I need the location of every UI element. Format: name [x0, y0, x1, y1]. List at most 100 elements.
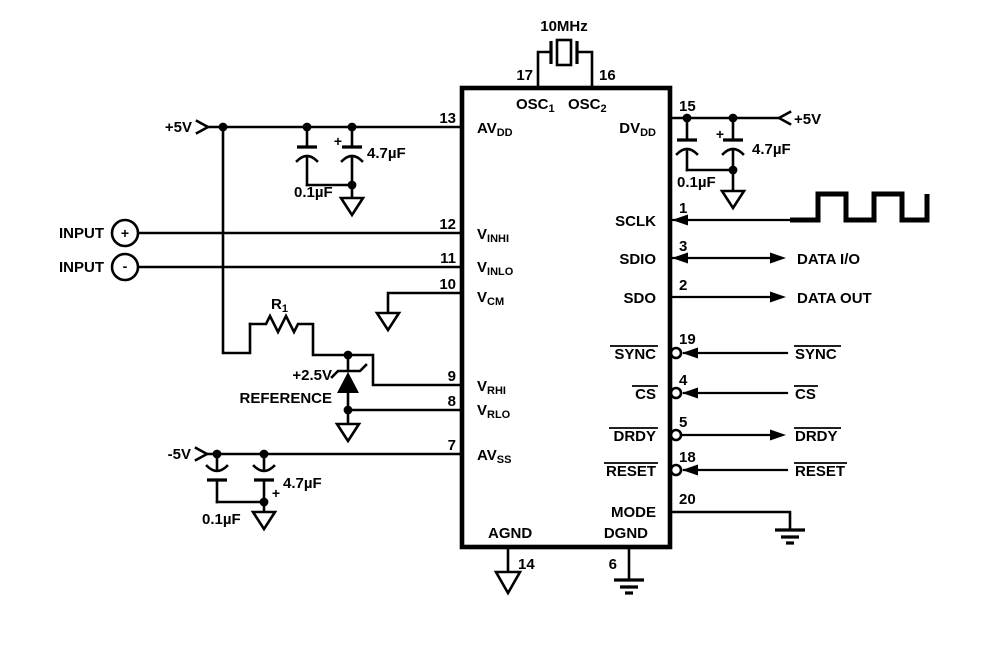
pin-label-sclk: SCLK: [615, 213, 656, 230]
pin-label-sdo: SDO: [623, 290, 656, 307]
drdy-signal: [669, 428, 786, 442]
pin-label-drdy: DRDY: [613, 428, 656, 445]
junction-dot: [728, 165, 738, 175]
junction-dot: [343, 405, 353, 415]
reference-circuit: [248, 313, 464, 444]
pin-label-reset: RESET: [606, 463, 656, 480]
drdy-external-label: DRDY: [795, 428, 838, 445]
junction-dot: [728, 113, 738, 123]
zener-diode-symbol: [330, 353, 368, 412]
pin-label-avss: AVSS: [477, 447, 511, 466]
vrhi-wire: [346, 353, 464, 387]
analog-positive-supply: [195, 119, 464, 355]
input-pos-sign: +: [121, 225, 129, 241]
arrowhead-icon: [682, 464, 698, 476]
pin-label-agnd: AGND: [488, 525, 532, 542]
junction-dot: [347, 180, 357, 190]
supply-label-avss: -5V: [168, 446, 191, 463]
pin-number-vcm: 10: [439, 276, 456, 293]
arrowhead-icon: [682, 347, 698, 359]
supply-arrow-icon: [195, 119, 211, 135]
capacitor-0.1uF: [295, 125, 319, 187]
active-low-bubble: [669, 386, 683, 400]
capacitor-4.7uF: [721, 116, 745, 172]
terminal-circle: [110, 218, 140, 248]
data-out-label: DATA OUT: [797, 290, 872, 307]
cap-value-small: 0.1µF: [677, 174, 716, 191]
junction-dot: [218, 122, 228, 132]
supply-label-avdd: +5V: [165, 119, 192, 136]
pin-label-dvdd: DVDD: [619, 120, 656, 139]
reset-external-label: RESET: [795, 463, 845, 480]
input-terminal-negative: [110, 252, 464, 282]
pin-number-avdd: 13: [439, 110, 456, 127]
dgnd-ground: [614, 545, 644, 595]
analog-negative-supply: [194, 446, 464, 532]
pin-number-vinhi: 12: [439, 216, 456, 233]
sync-signal: [669, 346, 789, 360]
pin-label-avdd: AVDD: [477, 120, 513, 139]
cap-value-small: 0.1µF: [202, 511, 241, 528]
pin-label-sync: SYNC: [614, 346, 656, 363]
pin-number-dvdd: 15: [679, 98, 696, 115]
pin-label-cs: CS: [635, 386, 656, 403]
supply-arrow-icon: [776, 110, 792, 126]
capacitor-4.7uF: [340, 125, 364, 187]
reference-voltage-label: +2.5V: [292, 367, 332, 384]
cap-polarity-plus: +: [334, 133, 342, 149]
pin-label-vinlo: VINLO: [477, 259, 514, 278]
arrowhead-icon: [770, 252, 786, 264]
input-pos-label: INPUT: [59, 225, 104, 242]
pin-label-vrhi: VRHI: [477, 378, 506, 397]
pin-number-vinlo: 11: [440, 250, 456, 267]
earth-ground-symbol: [614, 578, 644, 595]
junction-dot: [682, 113, 692, 123]
pin-label-vrlo: VRLO: [477, 402, 511, 421]
pin-number-vrhi: 9: [448, 368, 456, 385]
arrowhead-icon: [770, 429, 786, 441]
supply-arrow-icon: [194, 446, 210, 462]
digital-positive-supply: [668, 110, 792, 211]
pin-number-cs: 4: [679, 372, 688, 389]
ground-symbol: [374, 311, 402, 333]
pin-number-osc2: 16: [599, 67, 616, 84]
input-terminal-positive: [110, 218, 464, 248]
pin-number-vrlo: 8: [448, 393, 456, 410]
pin-label-osc1: OSC1: [516, 96, 555, 115]
pin-number-osc1: 17: [516, 67, 533, 84]
pin-number-mode: 20: [679, 491, 696, 508]
ground-symbol: [250, 510, 278, 532]
arrowhead-icon: [672, 214, 688, 226]
resistor-label: R1: [271, 296, 288, 315]
crystal-circuit: [536, 38, 594, 90]
rail-wire: [221, 125, 252, 355]
pin-number-avss: 7: [448, 437, 456, 454]
pin-number-sync: 19: [679, 331, 696, 348]
pin-number-drdy: 5: [679, 414, 687, 431]
arrowhead-icon: [770, 291, 786, 303]
cap-value-large: 4.7µF: [752, 141, 791, 158]
junction-dot: [343, 350, 353, 360]
data-io-label: DATA I/O: [797, 251, 860, 268]
arrowhead-icon: [672, 252, 688, 264]
cap-value-small: 0.1µF: [294, 184, 333, 201]
vcm-ground: [374, 291, 464, 333]
pin-number-dgnd: 6: [609, 556, 617, 573]
pin-label-dgnd: DGND: [604, 525, 648, 542]
ground-symbol: [493, 570, 523, 596]
terminal-circle: [110, 252, 140, 282]
reset-signal: [669, 463, 789, 477]
active-low-bubble: [669, 346, 683, 360]
pin-label-vcm: VCM: [477, 289, 504, 308]
active-low-bubble: [669, 463, 683, 477]
cap-polarity-plus: +: [716, 126, 724, 142]
pin-number-agnd: 14: [518, 556, 535, 573]
cap-value-large: 4.7µF: [283, 475, 322, 492]
cs-external-label: CS: [795, 386, 816, 403]
cap-value-large: 4.7µF: [367, 145, 406, 162]
pin-number-sclk: 1: [679, 200, 687, 217]
mode-wire: [668, 510, 792, 532]
cap-polarity-plus: +: [272, 485, 280, 501]
ground-symbol: [334, 422, 362, 444]
